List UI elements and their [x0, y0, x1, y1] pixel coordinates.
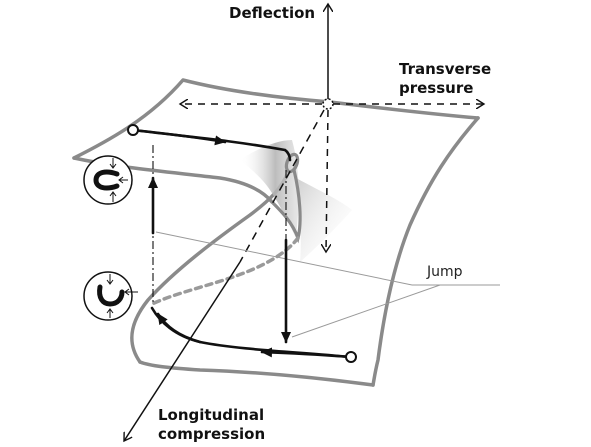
jump-leader-2	[291, 284, 441, 338]
longitudinal-axis-dashed	[239, 109, 325, 263]
deflection-label: Deflection	[229, 4, 315, 22]
axes	[124, 4, 484, 441]
jump-leader-1	[155, 231, 413, 286]
arch-up-icon	[83, 155, 133, 205]
loading-path-upper-arrow	[131, 128, 227, 146]
start-point-upper	[127, 124, 139, 136]
surface-right-edge	[371, 116, 480, 387]
loading-path-lower	[150, 306, 352, 359]
loading-path-lower-arrow2	[156, 312, 202, 344]
surface-fold-curve	[130, 170, 290, 364]
jump-label: Jump	[426, 264, 463, 280]
transverse-label-line1: Transverse	[399, 60, 491, 78]
origin-marker	[322, 98, 334, 110]
fold-shading-lower	[296, 178, 352, 262]
transverse-label-line2: pressure	[399, 79, 473, 97]
longitudinal-label-line1: Longitudinal	[158, 406, 264, 424]
longitudinal-axis	[124, 261, 241, 441]
unstable-branch	[148, 236, 300, 307]
start-point-lower	[345, 351, 357, 363]
loading-path-lower-arrow	[260, 347, 352, 359]
deflection-axis-neg	[326, 109, 328, 252]
surface-bottom-edge	[138, 360, 375, 387]
fold-cusp-ring	[284, 152, 300, 174]
arch-down-icon	[83, 271, 138, 321]
longitudinal-label-line2: compression	[158, 425, 265, 443]
